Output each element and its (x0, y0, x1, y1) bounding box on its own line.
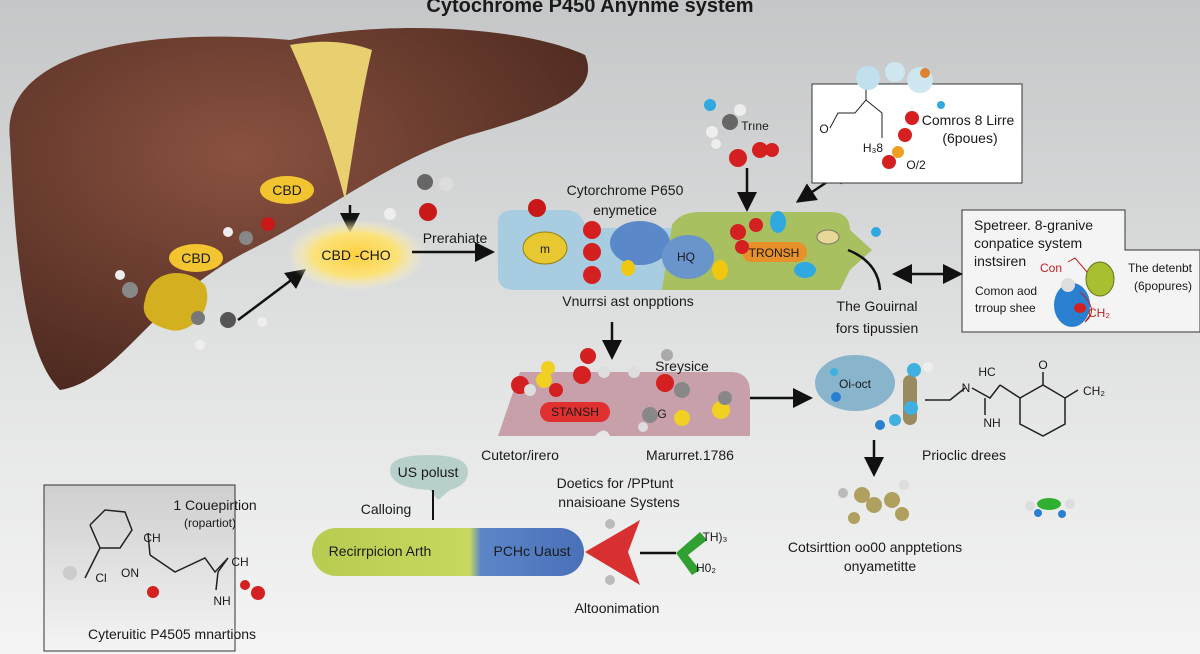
antibody-red (585, 520, 640, 585)
molecule-liver (115, 174, 453, 350)
g-label: G (657, 407, 666, 421)
top-box-line1: Comros 8 Lirre (922, 112, 1015, 128)
cbd-cho-label: CBD -CHO (286, 219, 426, 291)
right-box-side2: (6popures) (1134, 279, 1192, 293)
substrate-yellow (522, 231, 568, 265)
cbd-left-text: CBD (181, 250, 211, 266)
top-box-h: H₃8 (863, 141, 884, 155)
gouirnal-line2: fors tipussien (836, 320, 918, 336)
bar-right-label: PCHc Uaust (493, 543, 570, 559)
stansh-badge (540, 402, 610, 422)
enzyme-title-2: enymetice (593, 202, 657, 218)
us-polust-label: US polust (398, 464, 459, 480)
trine-label: Trıne (741, 119, 769, 133)
right-box-line3: instsiren (974, 253, 1026, 269)
cbd-cho-text: CBD -CHO (321, 247, 390, 263)
molecule-oioct (830, 362, 933, 430)
molecule-green (1025, 498, 1075, 518)
enzyme-blue-2 (662, 235, 714, 279)
top-box-structure (829, 62, 945, 169)
top-box-line2: (6poues) (942, 130, 997, 146)
substrate-label: m (540, 242, 550, 256)
bottom-box-structure (84, 509, 229, 591)
molecule-product (838, 480, 909, 524)
bottom-box-ch-right: CH (231, 555, 248, 569)
marurret-label: Marurret.1786 (646, 447, 734, 463)
right-box-blue-molecule (1054, 283, 1090, 327)
gallbladder (290, 41, 372, 200)
bottom-box (43, 484, 236, 652)
prerahiate-label: Prerahiate (423, 230, 488, 246)
top-box (811, 83, 1023, 184)
bottom-box-caption: Cyteruitic P4505 mnartions (88, 626, 256, 642)
cbd-label-left: CBD (169, 244, 223, 272)
bottom-box-ch-top: CH (143, 531, 160, 545)
prioclic-label: Prioclic drees (922, 447, 1006, 463)
right-box-common1: Comon aod (975, 284, 1037, 298)
enzyme-title-1: Cytorchrome P650 (567, 182, 684, 198)
bottom-box-cl: Cl (95, 571, 106, 585)
hc-label: HC (978, 365, 996, 379)
sreysice-label: Sreysice (655, 358, 709, 374)
diagram-title: Cytochrome P450 Anynme system (426, 0, 753, 17)
top-box-o: O (819, 122, 828, 136)
reaction-bar (312, 528, 584, 576)
calloing-label: Calloing (361, 501, 412, 517)
tronsh-badge (742, 242, 807, 262)
right-box-common2: trroup shee (975, 301, 1036, 315)
right-box-line2: conpatice system (974, 235, 1082, 251)
enzyme-blue-1 (610, 221, 670, 265)
ho-label: H0₂ (696, 561, 716, 575)
cutetor-label: Cutetor/irero (481, 447, 559, 463)
o-label: O (1038, 358, 1047, 372)
enzyme-caption: Vnurrsi ast onpptions (562, 293, 694, 309)
doetics-line1: Doetics for /PPtunt (557, 475, 674, 491)
right-box-ch2: CH₂ (1088, 306, 1110, 320)
liver (9, 28, 589, 390)
right-box (961, 209, 1200, 333)
bottom-box-line2: (ropartiot) (184, 516, 236, 530)
cbd-label-top: CBD (260, 176, 314, 204)
bar-left-label: Recirrpicion Arth (329, 543, 432, 559)
right-box-side1: The detenbt (1128, 261, 1193, 275)
bottom-box-line1: 1 Couepirtion (173, 497, 256, 513)
gouirnal-line1: The Gouirnal (837, 298, 918, 314)
right-box-con: Con (1040, 261, 1062, 275)
top-box-o2: O/2 (906, 158, 926, 172)
altoonimation-label: Altoonimation (575, 600, 660, 616)
nh-label: NH (983, 416, 1000, 430)
chamber-pink (498, 372, 750, 436)
bottom-box-nh: NH (213, 594, 230, 608)
doetics-line2: nnaisioane Systens (558, 494, 679, 510)
n-label: N (962, 381, 971, 395)
stansh-label: STANSH (551, 405, 599, 419)
cbd-top-text: CBD (272, 182, 302, 198)
th-label: TH)₃ (703, 530, 728, 544)
molecule-green-y (676, 532, 707, 575)
molecule-pink (511, 348, 732, 432)
ch2-label: CH₂ (1083, 384, 1105, 398)
oioct-label: Oi-oct (839, 377, 872, 391)
cots-line1: Cotsirttion oo00 anpptetions (788, 539, 962, 555)
right-box-line1: Spetreer. 8-granive (974, 217, 1093, 233)
chemical-structure-right (925, 372, 1079, 437)
arrow-to-cbd-cho (237, 269, 306, 321)
tronsh-label: TRONSH (749, 246, 800, 260)
cots-line2: onyametitte (844, 558, 917, 574)
molecule-trine (704, 99, 779, 167)
bottom-box-on: ON (121, 566, 139, 580)
us-polust-bubble (390, 455, 468, 500)
right-box-green-molecule (1085, 261, 1115, 297)
hq-label: HQ (677, 250, 695, 264)
